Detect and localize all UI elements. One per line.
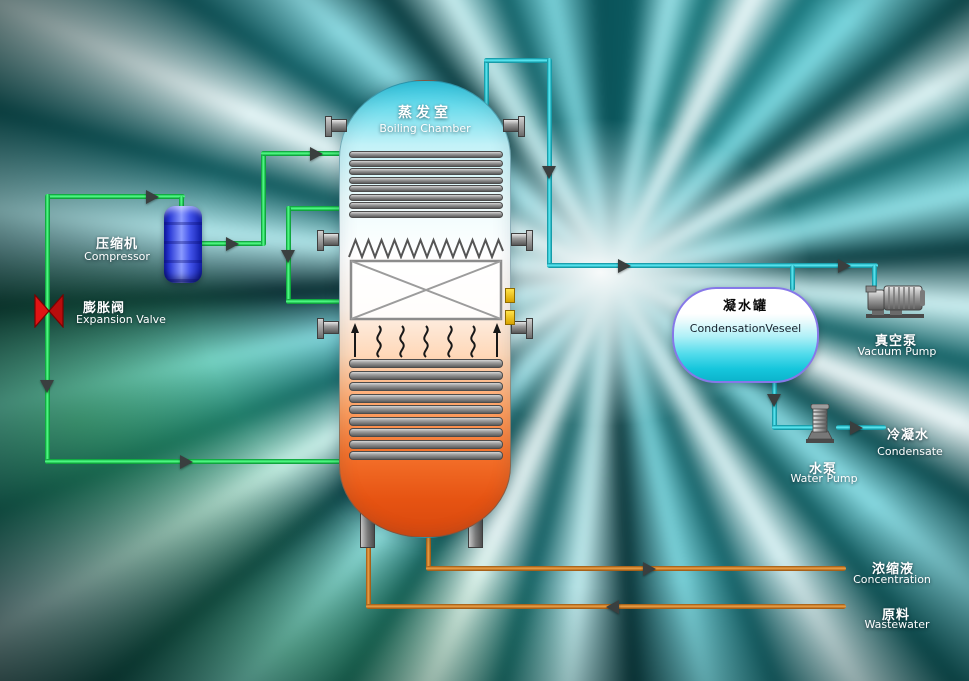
- pipe-cyan-downcomer: [547, 58, 552, 268]
- coil-tube: [349, 382, 503, 391]
- pipe-green-discharge-riser: [261, 151, 266, 246]
- coil-tube: [349, 416, 503, 426]
- coil-tube: [349, 176, 503, 184]
- flow-arrow: [146, 190, 159, 204]
- pipe-green-left-riser: [45, 194, 50, 464]
- pipe-green-compressor-inlet-drop: [179, 196, 184, 210]
- condensation-vessel: 凝水罐 CondensationVeseel: [672, 287, 819, 383]
- separator-xbox: [349, 259, 503, 321]
- condensate-label-zh: 冷凝水: [886, 428, 930, 443]
- flow-arrow: [310, 147, 323, 161]
- vessel-nozzle: [325, 116, 347, 137]
- compressor-icon: [164, 206, 202, 283]
- concentration-label-zh: 浓缩液: [871, 562, 915, 577]
- pipe-green-coil-outlet: [286, 206, 344, 211]
- pipe-orange-concentrate-drop: [426, 512, 431, 570]
- heating-coil-bottom: [349, 359, 503, 463]
- sight-glass: [505, 310, 515, 325]
- condensation-vessel-label-zh: 凝水罐: [722, 299, 768, 314]
- pipe-green-coil-reentry: [286, 299, 344, 304]
- flow-arrow: [643, 562, 656, 576]
- flow-arrow: [838, 259, 851, 273]
- expansion-valve-label-en: Expansion Valve: [76, 313, 166, 326]
- coil-tube: [349, 428, 503, 437]
- vacuum-pump-label-en: Vacuum Pump: [857, 345, 937, 358]
- vacuum-pump-icon: [865, 285, 925, 318]
- water-pump-label-zh: 水泵: [808, 462, 838, 477]
- coil-tube: [349, 193, 503, 201]
- vessel-nozzle: [317, 230, 339, 251]
- flow-arrow: [281, 250, 295, 263]
- vessel-nozzle: [511, 230, 533, 251]
- coil-tube: [349, 359, 503, 368]
- coil-tube: [349, 370, 503, 380]
- flow-arrow: [226, 237, 239, 251]
- coil-tube: [349, 168, 503, 175]
- water-pump-icon: [806, 404, 834, 443]
- pipe-cyan-vacuum-drop: [872, 265, 877, 288]
- wastewater-label-en: Wastewater: [864, 618, 930, 631]
- coil-tube: [349, 451, 503, 460]
- wastewater-label-zh: 原料: [881, 608, 911, 623]
- expansion-valve-label-zh: 膨胀阀: [82, 301, 126, 316]
- flow-arrow: [618, 259, 631, 273]
- pipe-green-bottom-return: [45, 459, 342, 464]
- coil-tube: [349, 393, 503, 403]
- concentration-label-en: Concentration: [853, 573, 931, 586]
- pipe-green-coil-feed: [261, 151, 344, 156]
- pipe-cyan-pump-suction: [772, 425, 814, 430]
- coil-tube: [349, 210, 503, 218]
- heating-coil-top: [349, 151, 503, 219]
- coil-tube: [349, 405, 503, 414]
- coil-tube: [349, 151, 503, 158]
- vessel-nozzle: [503, 116, 525, 137]
- flow-arrow: [40, 380, 54, 393]
- coil-tube: [349, 439, 503, 449]
- pipe-cyan-main-run: [547, 263, 878, 268]
- vapor-rise-arrows: [351, 323, 501, 358]
- flow-arrow: [606, 600, 619, 614]
- condensation-vessel-label-en: CondensationVeseel: [689, 322, 802, 335]
- boiling-chamber-vessel: 蒸发室 Boiling Chamber: [339, 80, 511, 538]
- demister-zigzag: [348, 237, 504, 259]
- coil-tube: [349, 185, 503, 192]
- compressor-label-en: Compressor: [84, 250, 150, 263]
- coil-tube: [349, 202, 503, 209]
- boiling-chamber-label-zh: 蒸发室: [398, 105, 452, 121]
- pipe-orange-feed-riser: [366, 516, 371, 608]
- coil-tube: [349, 159, 503, 167]
- condensate-label-en: Condensate: [877, 445, 943, 458]
- water-pump-label-en: Water Pump: [790, 472, 858, 485]
- vessel-nozzle: [317, 318, 339, 339]
- boiling-chamber-label-en: Boiling Chamber: [379, 122, 471, 135]
- flow-arrow: [767, 394, 781, 407]
- pipe-orange-concentrate-run: [426, 566, 846, 571]
- vacuum-pump-label-zh: 真空泵: [874, 334, 918, 349]
- sight-glass: [505, 288, 515, 303]
- pipe-cyan-condenser-inlet: [790, 265, 795, 291]
- pipe-green-compressor-suction: [45, 194, 185, 199]
- vessel-nozzle: [511, 318, 533, 339]
- pipe-cyan-dome-outlet: [484, 58, 489, 106]
- compressor-label-zh: 压缩机: [95, 237, 139, 252]
- flow-arrow: [850, 421, 863, 435]
- pipe-cyan-top-run: [484, 58, 552, 63]
- flow-arrow: [180, 455, 193, 469]
- flow-arrow: [542, 166, 556, 179]
- expansion-valve-icon: [34, 294, 64, 328]
